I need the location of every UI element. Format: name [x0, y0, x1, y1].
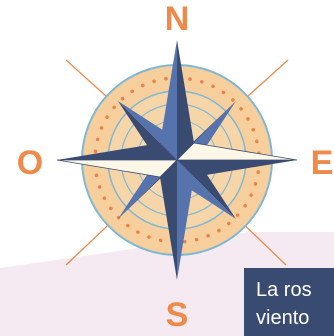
- caption-line-2: viento: [256, 304, 334, 332]
- south-label: S: [166, 296, 189, 334]
- west-label: O: [17, 144, 43, 182]
- east-label: E: [311, 144, 334, 182]
- caption-box: La ros viento: [244, 268, 334, 336]
- north-label: N: [165, 0, 190, 38]
- caption-line-1: La ros: [256, 276, 334, 304]
